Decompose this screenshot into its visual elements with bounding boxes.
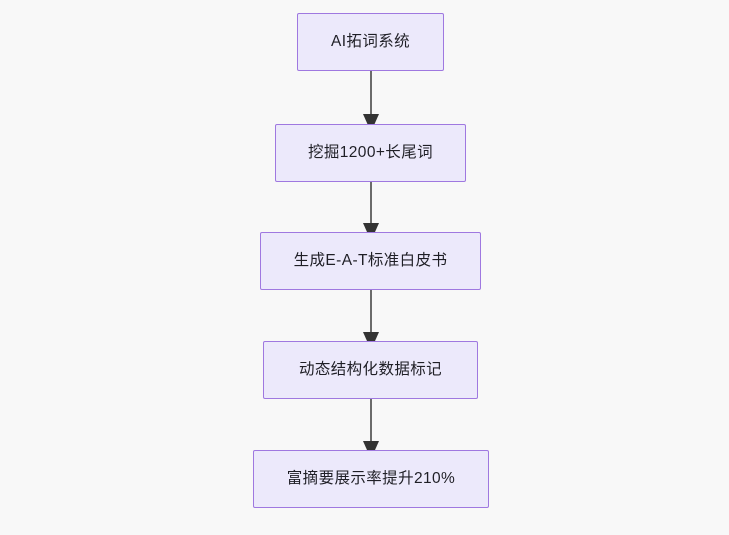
flowchart-node-generate-eat-whitepaper[interactable]: 生成E-A-T标准白皮书	[260, 232, 481, 290]
flowchart-node-mine-longtail-keywords[interactable]: 挖掘1200+长尾词	[275, 124, 466, 182]
node-label: AI拓词系统	[330, 32, 411, 50]
flowchart-node-ai-keyword-system[interactable]: AI拓词系统	[297, 13, 444, 71]
node-label: 挖掘1200+长尾词	[307, 143, 434, 161]
node-label: 动态结构化数据标记	[298, 360, 443, 378]
node-label: 富摘要展示率提升210%	[286, 469, 456, 487]
flowchart-node-dynamic-structured-data-markup[interactable]: 动态结构化数据标记	[263, 341, 478, 399]
node-label: 生成E-A-T标准白皮书	[293, 251, 448, 269]
flowchart-node-rich-snippet-rate-increase[interactable]: 富摘要展示率提升210%	[253, 450, 489, 508]
